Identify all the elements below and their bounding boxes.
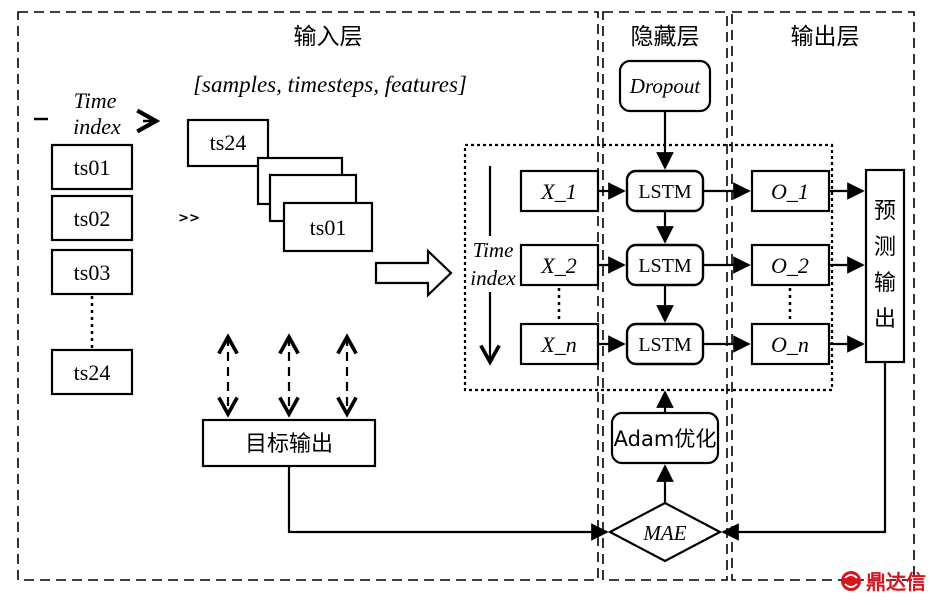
- svg-text:Adam优化: Adam优化: [614, 427, 717, 451]
- lstm-to-output-arrows: [703, 182, 751, 353]
- small-chevron: >>: [178, 211, 200, 226]
- stack-card-back-label: ts01: [310, 215, 347, 240]
- svg-text:O_1: O_1: [771, 179, 809, 204]
- output-layer-region: [731, 11, 915, 581]
- target-to-mae-path: [287, 466, 609, 541]
- input-layer-title: 输入层: [294, 24, 363, 50]
- input-x-box: X_n: [519, 322, 600, 366]
- input-x-box: X_2: [519, 243, 600, 287]
- svg-text:ts03: ts03: [74, 260, 111, 285]
- target-output-box: 目标输出: [201, 418, 377, 468]
- stack-card-front-label: ts24: [210, 130, 247, 155]
- output-o-box: O_2: [750, 243, 831, 287]
- prediction-to-mae-path: [721, 362, 887, 541]
- timestep-box: ts24: [50, 348, 134, 396]
- input-x-box: X_1: [519, 169, 600, 213]
- flow-block-arrow: [374, 248, 453, 298]
- stacked-cards: ts24 ts03 ts01: [186, 118, 374, 253]
- timestep-box: ts02: [50, 194, 134, 242]
- hidden-layer-title: 隐藏层: [631, 24, 700, 50]
- input-layer-region: [17, 11, 599, 581]
- svg-text:LSTM: LSTM: [638, 181, 692, 203]
- svg-text:X_n: X_n: [540, 332, 576, 357]
- watermark-logo-icon: [841, 571, 861, 591]
- lstm-cell: LSTM: [625, 243, 705, 287]
- time-index-word-1: Time: [74, 88, 117, 113]
- prediction-output-box: 预 测 输 出: [864, 168, 906, 364]
- svg-text:ts24: ts24: [74, 360, 111, 385]
- adam-optimizer-box: Adam优化: [610, 411, 720, 465]
- svg-text:ts02: ts02: [74, 206, 111, 231]
- target-arrows: [228, 337, 347, 414]
- timestep-box: ts03: [50, 248, 134, 296]
- svg-text:MAE: MAE: [642, 521, 686, 545]
- svg-text:测: 测: [874, 235, 896, 260]
- svg-text:O_n: O_n: [771, 332, 809, 357]
- svg-text:目标输出: 目标输出: [245, 432, 333, 457]
- lstm-cell: LSTM: [625, 322, 705, 366]
- svg-text:ts01: ts01: [74, 155, 111, 180]
- svg-text:输: 输: [874, 271, 896, 296]
- time-index-word-2: index: [73, 114, 121, 139]
- inner-time-index-word-2: index: [470, 266, 516, 290]
- hidden-layer-region: [602, 11, 728, 581]
- output-layer-title: 输出层: [791, 24, 860, 50]
- watermark: 鼎达信: [841, 570, 926, 594]
- svg-text:O_2: O_2: [771, 253, 809, 278]
- svg-text:Dropout: Dropout: [629, 74, 702, 98]
- svg-text:LSTM: LSTM: [638, 255, 692, 277]
- dropout-box: Dropout: [618, 59, 712, 113]
- output-o-box: O_n: [750, 322, 831, 366]
- watermark-text: 鼎达信: [866, 570, 926, 594]
- svg-text:X_2: X_2: [540, 253, 576, 278]
- svg-text:LSTM: LSTM: [638, 334, 692, 356]
- output-to-prediction-arrows: [829, 182, 865, 353]
- svg-text:出: 出: [874, 307, 896, 332]
- output-o-box: O_1: [750, 169, 831, 213]
- svg-text:预: 预: [874, 199, 896, 224]
- input-shape-label: [samples, timesteps, features]: [193, 72, 467, 97]
- input-to-lstm-arrows: [598, 182, 626, 353]
- mae-diamond: MAE: [607, 501, 723, 563]
- lstm-cell: LSTM: [625, 169, 705, 213]
- inner-time-index-word-1: Time: [473, 238, 514, 262]
- svg-text:X_1: X_1: [540, 179, 576, 204]
- timestep-box: ts01: [50, 143, 134, 191]
